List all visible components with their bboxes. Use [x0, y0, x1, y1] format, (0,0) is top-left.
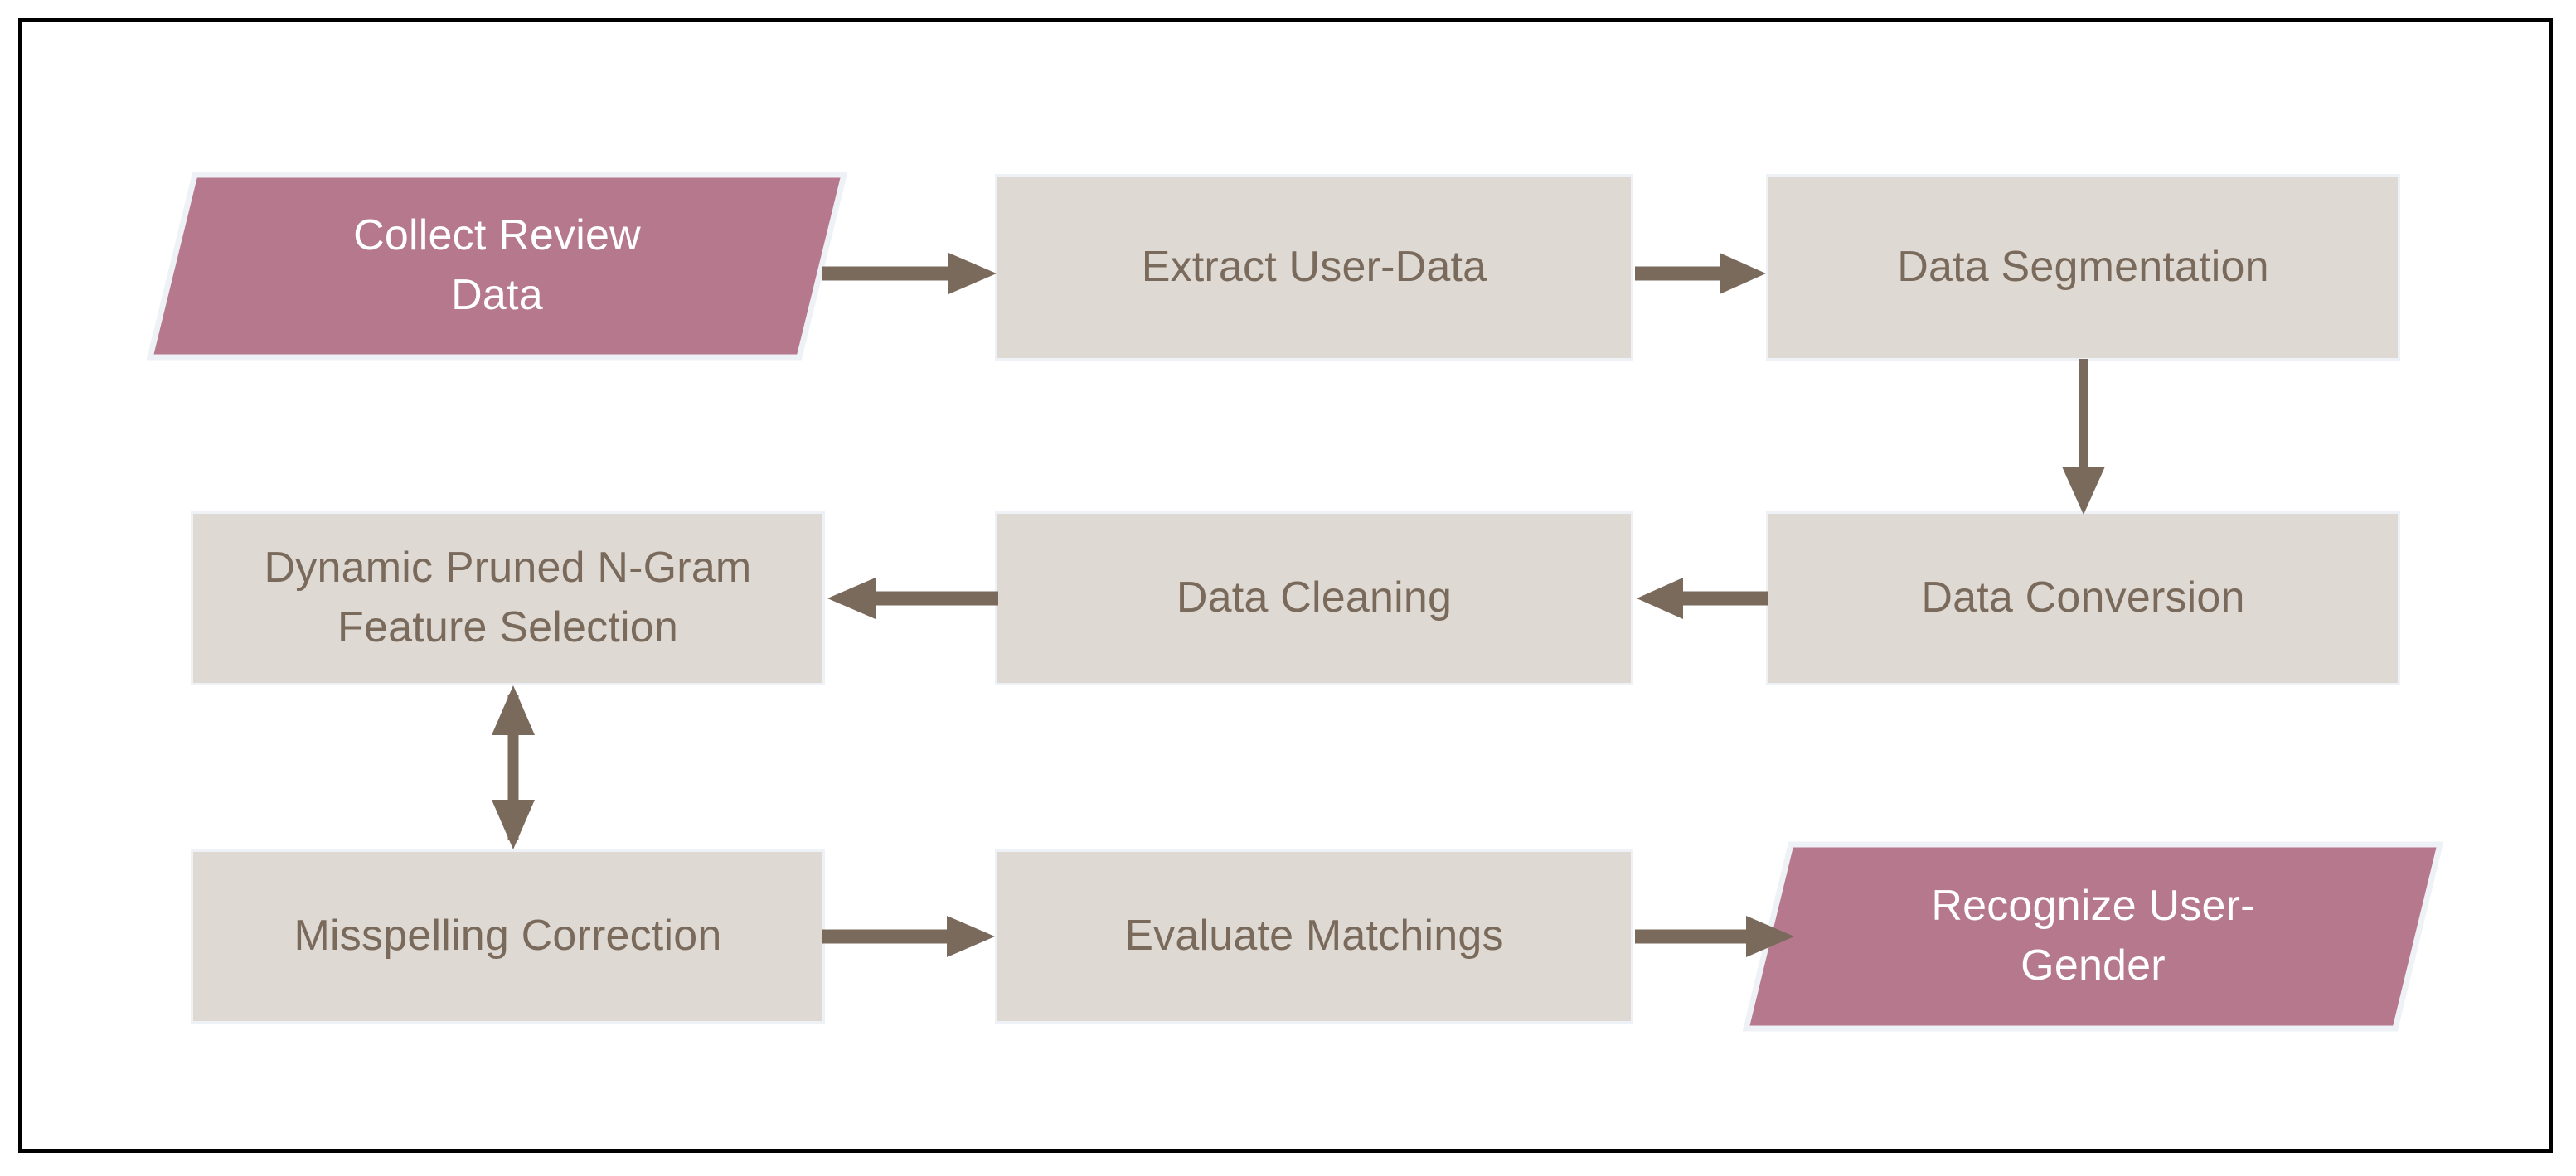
- node-label-dynamic-pruned-n-gram: Dynamic Pruned N-Gram Feature Selection: [264, 539, 752, 658]
- node-label-misspelling-correction: Misspelling Correction: [293, 912, 722, 961]
- label-line-1: Dynamic Pruned N-Gram: [264, 544, 752, 593]
- node-label-data-conversion: Data Conversion: [1921, 573, 2245, 622]
- parallelogram-shape-collect: [147, 172, 847, 361]
- diagram-frame: Collect Review Data Extract User-Data Da…: [18, 18, 2553, 1153]
- node-collect-review-data[interactable]: Collect Review Data: [147, 172, 847, 361]
- connector-extract-to-segmentation: [1635, 246, 1769, 301]
- connector-collect-to-extract: [822, 246, 1001, 301]
- label-line-2: Feature Selection: [337, 603, 678, 651]
- label-line-2: Gender: [2021, 941, 2166, 990]
- label-line-1: Collect Review: [353, 211, 641, 260]
- label-line-1: Recognize User-: [1931, 882, 2255, 931]
- node-evaluate-matchings[interactable]: Evaluate Matchings: [995, 849, 1633, 1024]
- node-label-recognize-user-gender: Recognize User- Gender: [1743, 877, 2443, 996]
- node-label-data-cleaning: Data Cleaning: [1176, 573, 1453, 622]
- node-label-evaluate-matchings: Evaluate Matchings: [1124, 912, 1504, 961]
- connector-ngram-misspelling-bidirectional: [487, 684, 540, 851]
- node-misspelling-correction[interactable]: Misspelling Correction: [191, 849, 825, 1024]
- connector-evaluate-to-recognize: [1635, 909, 1797, 964]
- connector-misspelling-to-evaluate: [822, 909, 998, 964]
- label-line-2: Data: [451, 271, 543, 319]
- node-recognize-user-gender[interactable]: Recognize User- Gender: [1743, 841, 2443, 1032]
- node-label-data-segmentation: Data Segmentation: [1897, 242, 2269, 291]
- node-data-segmentation[interactable]: Data Segmentation: [1766, 174, 2400, 361]
- node-data-cleaning[interactable]: Data Cleaning: [995, 511, 1633, 685]
- node-label-collect-review-data: Collect Review Data: [147, 206, 847, 326]
- node-extract-user-data[interactable]: Extract User-Data: [995, 174, 1633, 361]
- node-label-extract-user-data: Extract User-Data: [1141, 242, 1487, 291]
- parallelogram-shape-recognize: [1743, 841, 2443, 1032]
- connector-conversion-to-cleaning: [1633, 571, 1768, 626]
- node-dynamic-pruned-n-gram[interactable]: Dynamic Pruned N-Gram Feature Selection: [191, 511, 825, 685]
- connector-segmentation-to-conversion: [2052, 359, 2115, 516]
- connector-cleaning-to-ngram: [822, 571, 998, 626]
- node-data-conversion[interactable]: Data Conversion: [1766, 511, 2400, 685]
